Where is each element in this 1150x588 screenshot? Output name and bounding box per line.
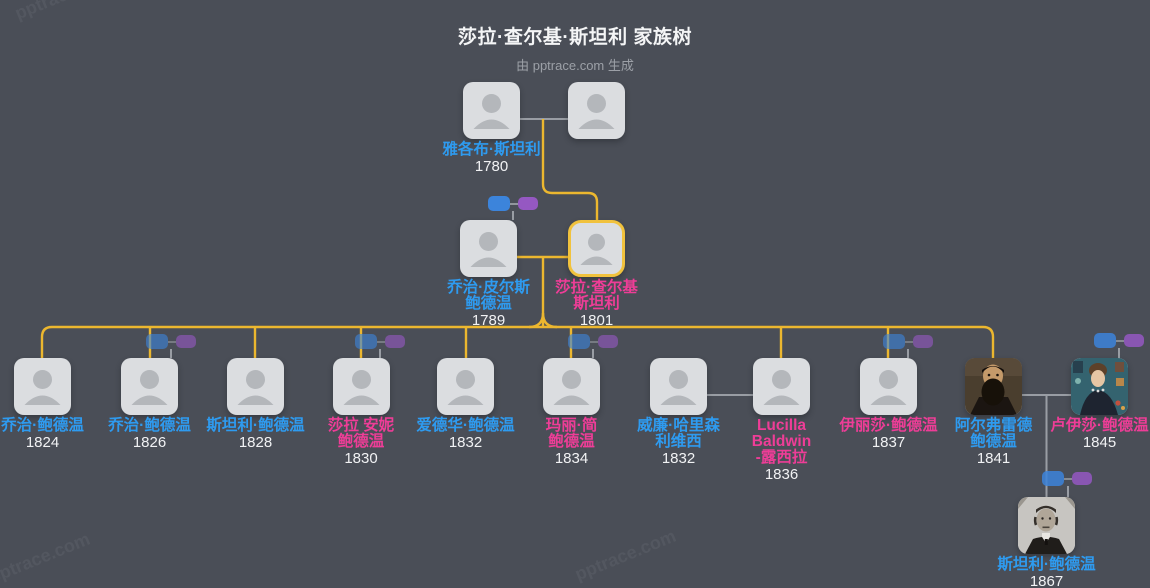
person-card-sarah-anne[interactable] — [332, 358, 390, 415]
male-chip-icon — [568, 334, 590, 349]
portrait-stanley-1867 — [1018, 497, 1075, 554]
chip-link-line — [168, 340, 176, 343]
person-card-alfred[interactable] — [965, 358, 1022, 415]
male-chip-icon — [883, 334, 905, 349]
yellow-connectors — [40, 119, 995, 358]
person-card-stanley-1828[interactable] — [227, 358, 284, 415]
person-card-edward[interactable] — [437, 358, 494, 415]
portrait-louisa — [1071, 358, 1128, 415]
person-card-stanley-1867[interactable] — [1018, 497, 1075, 554]
couple-marker-george-1826[interactable] — [146, 334, 196, 349]
children-drops — [148, 327, 890, 358]
female-chip-icon — [913, 335, 933, 348]
couple-marker-mary-jane[interactable] — [568, 334, 618, 349]
couple-marker-gen2[interactable] — [488, 196, 538, 211]
female-chip-icon — [1124, 334, 1144, 347]
header: 莎拉·查尔基·斯坦利 家族树 由 pptrace.com 生成 — [0, 0, 1150, 74]
person-card-louisa[interactable] — [1071, 358, 1128, 415]
avatar-placeholder-icon — [343, 370, 379, 405]
avatar-placeholder-icon — [763, 370, 800, 405]
person-card-eliza[interactable] — [860, 358, 917, 415]
female-chip-icon — [518, 197, 538, 210]
gray-connectors — [170, 118, 1120, 497]
avatar-placeholder-icon — [447, 370, 484, 405]
avatar-placeholder-icon — [24, 370, 61, 405]
person-card-william-harrison[interactable] — [650, 358, 707, 415]
person-card-jacob-spouse[interactable] — [568, 82, 625, 139]
avatar-placeholder-icon — [578, 94, 615, 129]
descent-line-sarah-chalkey — [541, 119, 599, 220]
avatar-placeholder-icon — [470, 232, 507, 267]
male-chip-icon — [1094, 333, 1116, 348]
chip-link-line — [590, 340, 598, 343]
avatar-placeholder-icon — [473, 94, 510, 129]
avatar-placeholder-icon — [131, 370, 168, 405]
female-chip-icon — [1072, 472, 1092, 485]
page-subtitle: 由 pptrace.com 生成 — [516, 58, 634, 73]
avatar-placeholder-icon — [553, 370, 590, 405]
female-chip-icon — [598, 335, 618, 348]
avatar-placeholder-icon — [870, 370, 907, 405]
portrait-alfred — [965, 358, 1022, 415]
couple-marker-sarah-anne[interactable] — [355, 334, 405, 349]
chip-link-line — [1116, 339, 1124, 342]
chip-link-line — [377, 340, 385, 343]
page-title: 莎拉·查尔基·斯坦利 家族树 — [458, 27, 692, 48]
female-chip-icon — [385, 335, 405, 348]
person-card-lucilla[interactable] — [753, 358, 810, 415]
male-chip-icon — [488, 196, 510, 211]
chip-link-line — [510, 202, 518, 205]
couple-marker-eliza[interactable] — [883, 334, 933, 349]
male-chip-icon — [1042, 471, 1064, 486]
person-card-mary-jane[interactable] — [543, 358, 600, 415]
chip-link-line — [905, 340, 913, 343]
couple-marker-stanley-1867[interactable] — [1042, 471, 1092, 486]
male-chip-icon — [146, 334, 168, 349]
person-card-george-pearce[interactable] — [460, 220, 517, 277]
person-card-jacob[interactable] — [463, 82, 520, 139]
person-card-george-1824[interactable] — [14, 358, 71, 415]
female-chip-icon — [176, 335, 196, 348]
children-bus — [40, 325, 995, 358]
male-chip-icon — [355, 334, 377, 349]
couple-marker-louisa[interactable] — [1094, 333, 1144, 348]
person-card-sarah-chalkey[interactable] — [568, 220, 625, 277]
avatar-placeholder-icon — [580, 233, 613, 266]
chip-link-line — [1064, 477, 1072, 480]
avatar-placeholder-icon — [660, 370, 697, 405]
person-card-george-1826[interactable] — [121, 358, 178, 415]
avatar-placeholder-icon — [237, 370, 274, 405]
